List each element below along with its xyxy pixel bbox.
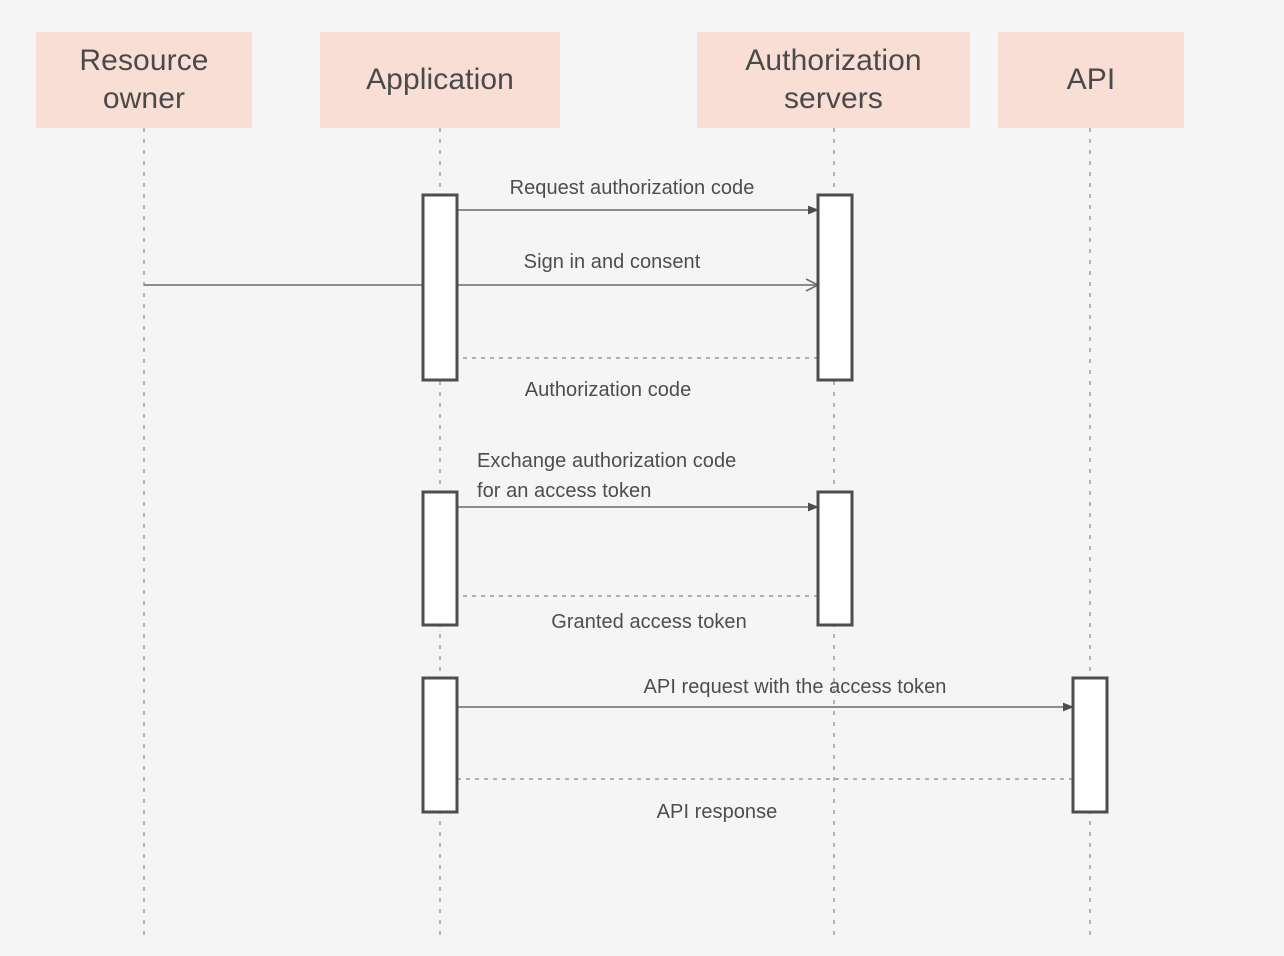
participant-label: API [1066,62,1116,96]
activation-bar-api-activation-1 [1071,676,1109,814]
activations-group [421,193,1109,814]
message-label-api-response: API response [656,801,778,823]
messages-group [144,205,1074,786]
message-label-authorization-code: Authorization code [524,379,692,401]
message-label-api-request-with-access-token: API request with the access token [643,676,947,698]
activation-bar-application-activation-2 [421,490,459,627]
participant-resource-owner: Resource owner [36,32,252,128]
message-label-granted-access-token: Granted access token [551,611,747,633]
participant-label: Resource owner [79,43,209,115]
participant-application: Application [320,32,560,128]
participant-label: Authorization servers [745,43,922,115]
participant-authorization-servers: Authorization servers [697,32,970,128]
message-label-exchange-authorization-code: Exchange authorization code for an acces… [477,450,737,502]
activation-bar-authservers-activation-2 [816,490,854,627]
activation-bar-application-activation-1 [421,193,459,382]
activation-bar-authservers-activation-1 [816,193,854,382]
participant-api: API [998,32,1184,128]
activation-bar-application-activation-3 [421,676,459,814]
message-label-request-authorization-code: Request authorization code [509,177,755,199]
message-label-sign-in-and-consent: Sign in and consent [523,251,701,273]
participant-label: Application [366,62,514,96]
